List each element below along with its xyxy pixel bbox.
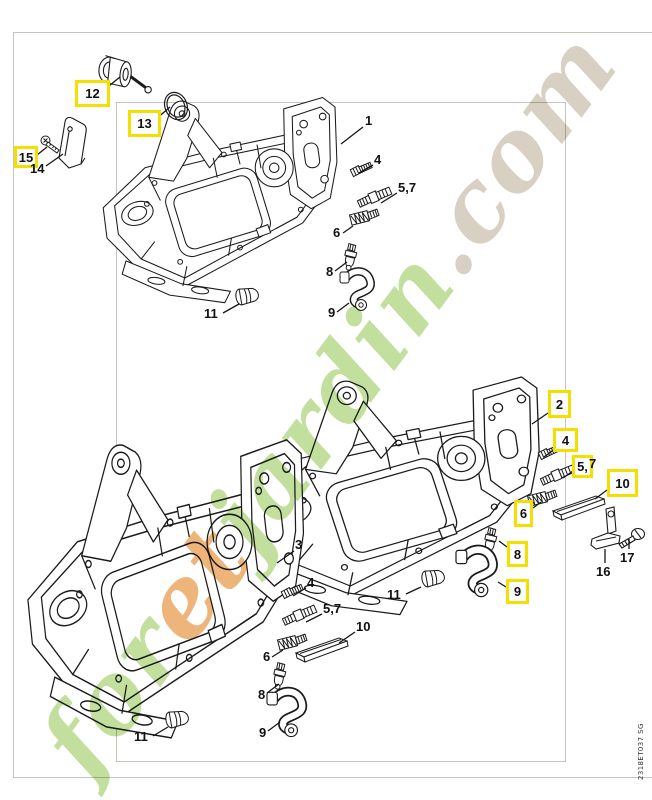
leader-line-6 xyxy=(271,649,284,658)
leader-lines xyxy=(36,76,630,737)
leader-line-13 xyxy=(154,106,171,121)
leader-line-4 xyxy=(292,587,307,597)
figure-code: 2318ET037 SG xyxy=(637,723,645,780)
leader-line-11 xyxy=(405,586,422,595)
leader-line-5 xyxy=(562,470,574,479)
leader-line-9 xyxy=(267,721,281,732)
leader-line-6 xyxy=(342,225,354,234)
leader-line-8 xyxy=(334,261,348,272)
leader-line-57 xyxy=(380,192,398,204)
leader-line-4 xyxy=(358,164,374,174)
leader-line-57 xyxy=(305,613,323,623)
leader-line-2 xyxy=(531,412,549,425)
leader-line-3 xyxy=(276,550,295,564)
leader-line-6 xyxy=(532,501,542,509)
leader-line-9 xyxy=(336,302,350,313)
leader-line-12 xyxy=(103,76,121,91)
leader-line-4 xyxy=(543,447,557,458)
leader-line-14 xyxy=(45,153,64,167)
leader-line-10 xyxy=(338,631,356,644)
leader-line-8 xyxy=(498,540,508,548)
leader-line-8 xyxy=(266,683,280,694)
outer-frame xyxy=(13,32,652,778)
leader-line-11 xyxy=(152,726,169,737)
leader-line-9 xyxy=(497,581,507,588)
leader-line-10 xyxy=(594,489,608,500)
leader-line-1 xyxy=(340,126,364,145)
leader-line-15 xyxy=(36,146,48,156)
leader-line-11 xyxy=(222,303,240,314)
